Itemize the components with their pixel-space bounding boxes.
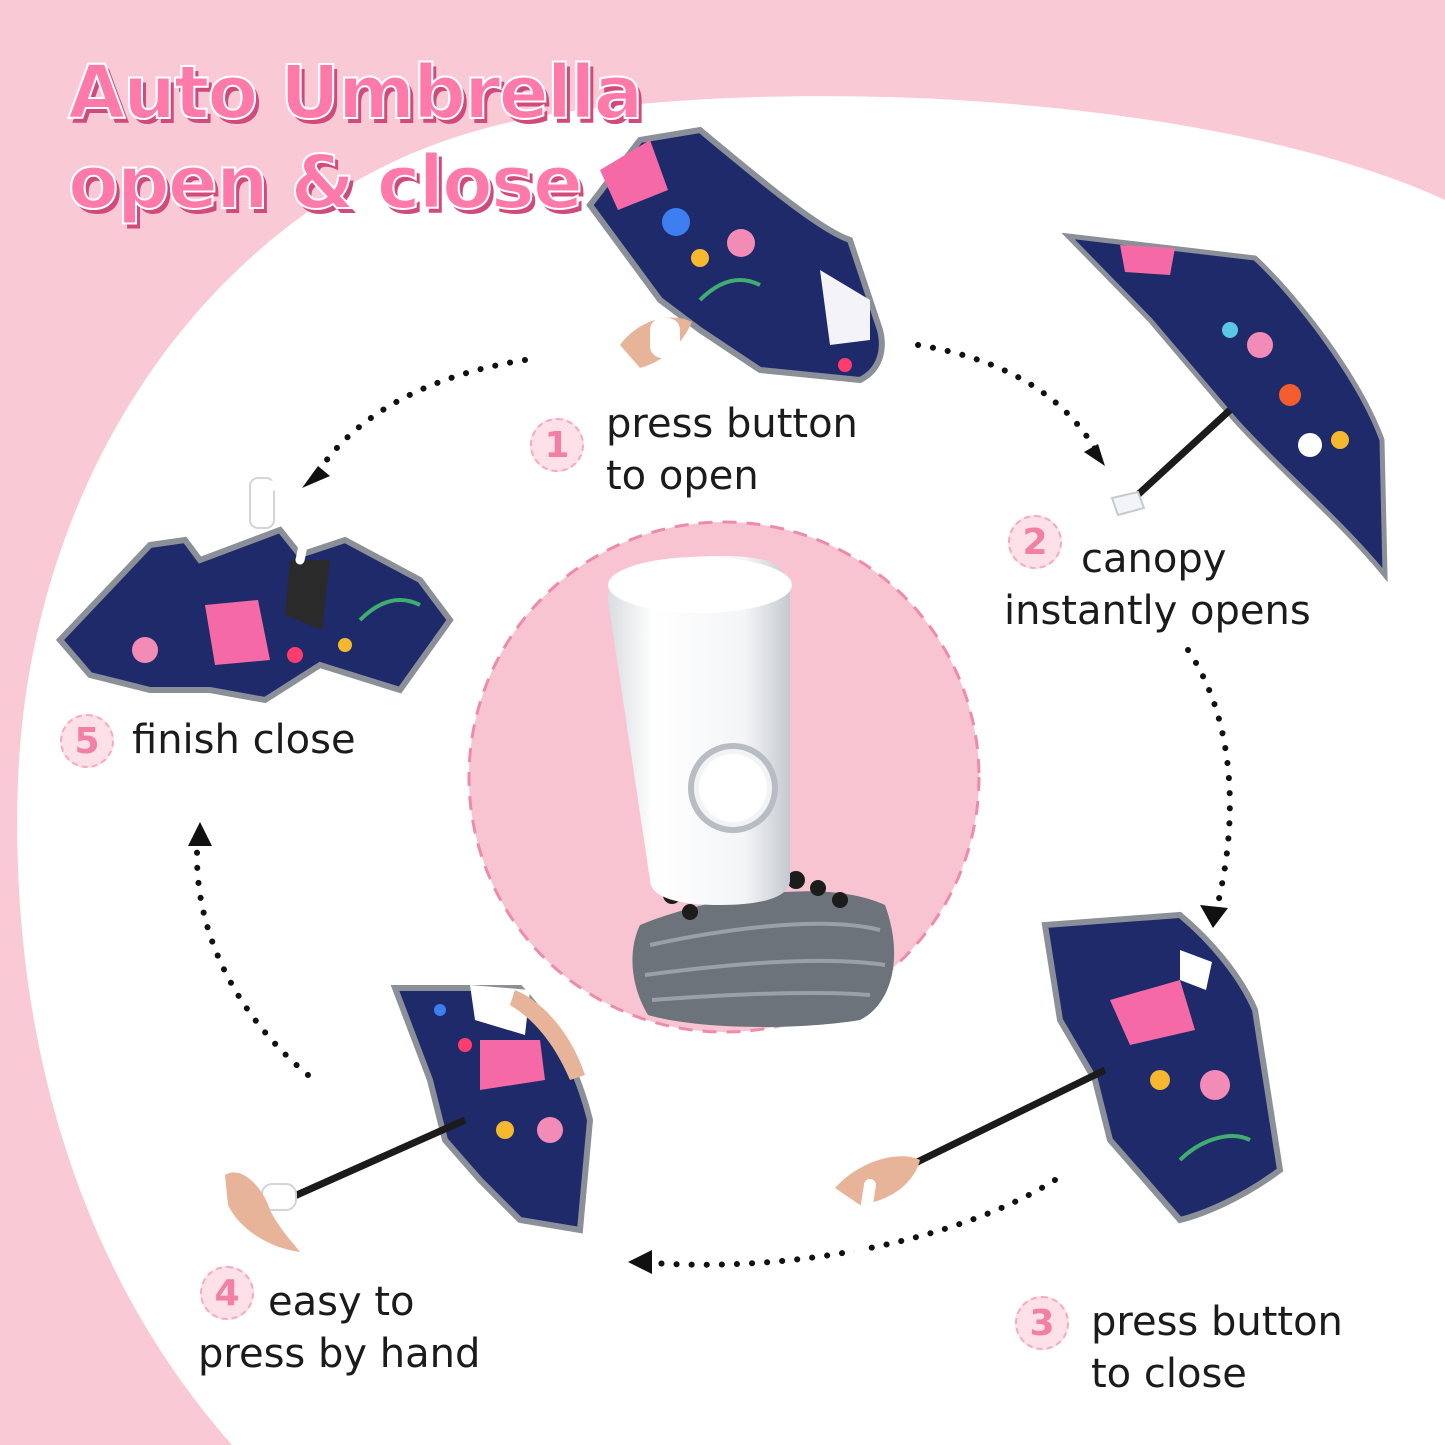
step-caption: canopy instantly opens (1004, 536, 1311, 634)
hand-icon (510, 990, 585, 1080)
umbrella-handle-closeup (467, 520, 981, 1034)
step-number-badge: 2 (1008, 515, 1062, 569)
step-caption: press button to open (606, 401, 858, 499)
step-1: 1 press button to open (530, 398, 858, 502)
step-caption: finish close (132, 717, 356, 763)
title-line-2: open & close (67, 140, 584, 226)
step-4: 4 easy to press by hand (198, 1266, 618, 1380)
hand-icon (225, 1172, 300, 1252)
button-icon (688, 743, 778, 833)
umbrella-icon (586, 126, 885, 384)
arrow-icon (194, 342, 1233, 1268)
umbrella-icon (1061, 232, 1388, 583)
umbrella-icon (225, 985, 594, 1252)
umbrella-icon (55, 477, 454, 704)
step-2: 2 canopy instantly opens (1004, 515, 1404, 637)
step-number-badge: 4 (200, 1266, 254, 1320)
step-caption: easy to press by hand (198, 1279, 481, 1377)
step-3: 3 press button to close (1015, 1296, 1343, 1400)
step-number-badge: 1 (530, 418, 584, 472)
title-line-1: Auto Umbrella (67, 50, 644, 136)
step-number-badge: 5 (60, 714, 114, 768)
step-5: 5 finish close (60, 714, 356, 768)
step-caption: press button to close (1091, 1299, 1343, 1397)
hand-icon (835, 1156, 920, 1205)
umbrella-icon (835, 911, 1284, 1256)
arrow-icon (188, 444, 1228, 1274)
step-number-badge: 3 (1015, 1296, 1069, 1350)
